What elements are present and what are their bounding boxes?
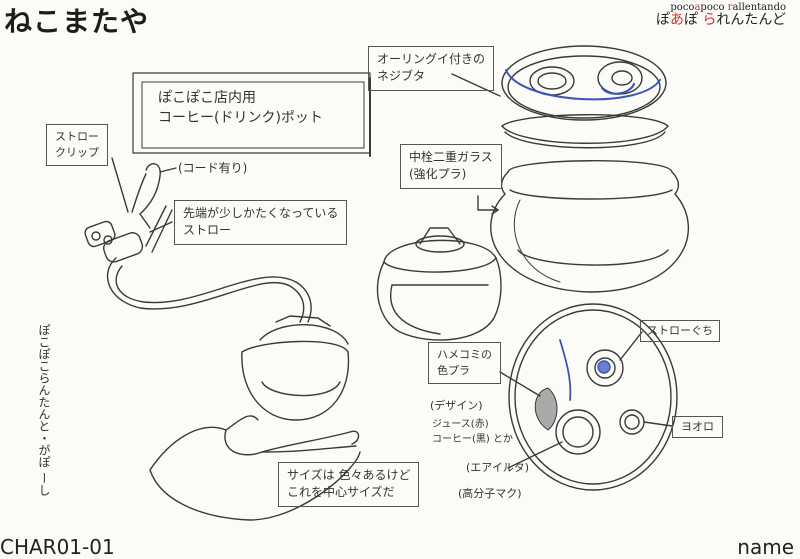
brand-logo: pocoapoco rallentando ぽあぽ られんたんど — [656, 2, 786, 28]
logo-title: ねこまたや — [4, 5, 150, 38]
title-box-inner — [141, 81, 365, 149]
polymer-note: (高分子マク) — [458, 487, 522, 500]
brand-top-line: pocoapoco rallentando — [670, 2, 786, 13]
air-note: (エアイルタ) — [466, 461, 530, 474]
inset-plastic-note: ハメコミの 色プラ — [428, 342, 501, 384]
leader-air — [507, 441, 563, 469]
straw-cord-sketch — [84, 163, 312, 323]
straw-tip-note: 先端が少しかたくなっている ストロー — [174, 200, 348, 245]
glass-jar-sketch — [490, 160, 690, 293]
air-hole-note: ヨオロ — [672, 416, 723, 438]
sheet-code: CHAR01-01 — [0, 535, 115, 559]
glass-note: 中栓二重ガラス (強化プラ) — [400, 144, 502, 189]
leader-air-hole — [643, 421, 673, 427]
leader-clip — [111, 157, 129, 213]
brand-bottom-line: ぽあぽ られんたんど — [655, 12, 786, 28]
leader-lid — [451, 73, 501, 97]
hand-sketch — [149, 415, 361, 521]
title-note: ぽこぽこ店内用 コーヒー(ドリンク)ポット — [158, 90, 323, 127]
small-pot-sketch — [376, 227, 502, 341]
lid-sketch — [501, 45, 669, 149]
lid-note: オーリングイ付きの ネジブタ — [368, 46, 495, 91]
juice-coffee-note: ジュース(赤) コーヒー(黒) とか — [432, 419, 513, 445]
bottom-view-sketch — [508, 303, 678, 491]
leader-straw-hole — [619, 331, 643, 361]
held-pot-sketch — [241, 315, 350, 421]
leader-inset — [499, 371, 541, 397]
straw-clip-note: ストロー クリップ — [46, 124, 108, 166]
leader-tip — [149, 221, 173, 233]
glass-arrow — [477, 195, 499, 211]
cord-note: (コード有り) — [178, 161, 248, 175]
leader-cord — [159, 167, 177, 173]
design-note: (デザイン) — [430, 399, 483, 412]
vertical-note: ぽこぽこらんたんと・がぽ ーし — [37, 324, 51, 496]
size-note: サイズは 色々あるけど これを中心サイズだ — [278, 462, 420, 507]
straw-hole-note: ストローぐち — [640, 320, 720, 342]
name-label: name — [737, 535, 794, 559]
